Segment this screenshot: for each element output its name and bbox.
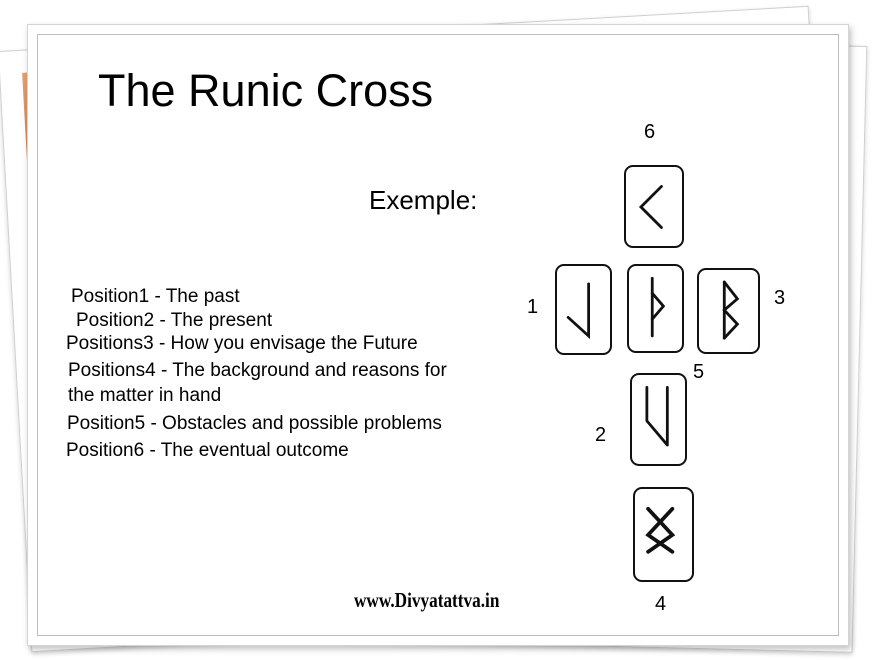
slide-frame: The Runic Cross Exemple: Position1 - The…	[27, 24, 849, 646]
position-label-6: 6	[644, 121, 656, 143]
eihwaz-rune-icon	[566, 282, 591, 340]
position-item: the matter in hand	[68, 385, 222, 406]
position-label-4: 4	[655, 593, 667, 615]
position-item: Position1 - The past	[71, 286, 240, 307]
example-label: Exemple:	[369, 185, 478, 215]
rune-card-1	[555, 264, 612, 355]
rune-card-4	[633, 487, 694, 582]
website-watermark: www.Divyatattva.in	[354, 588, 500, 612]
thurisaz-rune-icon	[650, 276, 666, 338]
rune-card-6	[624, 165, 684, 248]
position-item: Position5 - Obstacles and possible probl…	[67, 413, 442, 434]
position-item: Position6 - The eventual outcome	[66, 440, 349, 461]
position-label-3: 3	[774, 287, 786, 309]
berkano-rune-icon	[722, 280, 740, 340]
position-item: Positions4 - The background and reasons …	[68, 360, 447, 381]
slide-content: The Runic Cross Exemple: Position1 - The…	[37, 34, 839, 636]
rune-card-center	[627, 264, 684, 353]
uruz-rune-icon	[645, 386, 669, 447]
position-label-1: 1	[527, 296, 539, 318]
position-item: Position2 - The present	[76, 310, 273, 331]
kenaz-rune-icon	[638, 185, 663, 229]
page-title: The Runic Cross	[98, 65, 434, 116]
ingwaz-rune-icon	[645, 506, 676, 554]
position-item: Positions3 - How you envisage the Future	[66, 333, 418, 354]
position-label-5: 5	[693, 361, 705, 383]
position-label-2: 2	[595, 424, 607, 446]
rune-card-5	[630, 373, 687, 466]
rune-card-3	[697, 268, 760, 354]
